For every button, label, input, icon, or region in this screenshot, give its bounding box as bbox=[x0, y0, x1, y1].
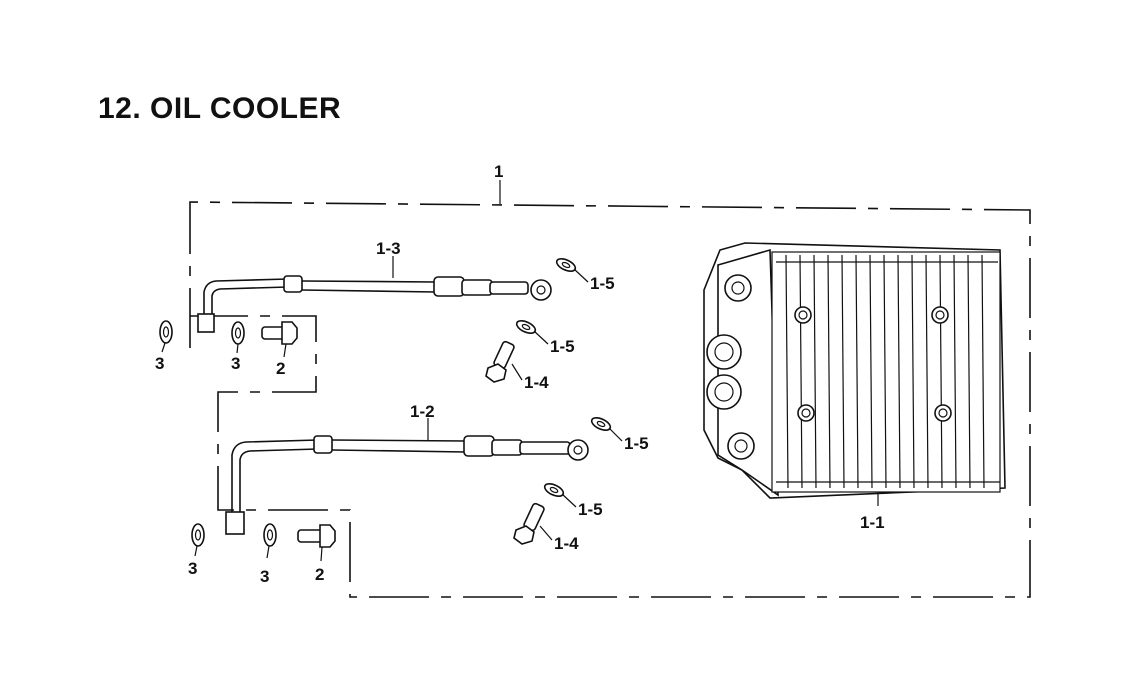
callout-1-5-lower-a: 1-5 bbox=[624, 434, 649, 453]
washer-3-upper-b bbox=[231, 321, 245, 354]
callout-1-4-lower: 1-4 bbox=[554, 534, 579, 553]
assembly-boundary bbox=[189, 201, 1031, 598]
oil-cooler-core bbox=[703, 242, 1006, 499]
callout-1-1: 1-1 bbox=[860, 513, 885, 532]
washer-3-lower-a bbox=[191, 523, 205, 557]
oil-hose-lower bbox=[225, 435, 589, 535]
bolt-2-upper bbox=[261, 321, 298, 358]
washer-3-upper-a bbox=[159, 320, 173, 353]
washer-3-lower-b bbox=[263, 523, 277, 559]
callout-3-lower-a: 3 bbox=[188, 559, 197, 578]
callout-3-lower-b: 3 bbox=[260, 567, 269, 586]
callout-3-upper-a: 3 bbox=[155, 354, 164, 373]
callout-2-upper: 2 bbox=[276, 359, 285, 378]
callout-1-5-upper-b: 1-5 bbox=[550, 337, 575, 356]
callout-1-2: 1-2 bbox=[410, 402, 435, 421]
washer-1-5-upper-b bbox=[515, 320, 549, 345]
bolt-2-lower bbox=[297, 524, 336, 562]
callout-3-upper-b: 3 bbox=[231, 354, 240, 373]
washer-1-5-upper-a bbox=[555, 258, 589, 283]
banjo-bolt-1-4-upper bbox=[485, 340, 523, 383]
washer-1-5-lower-b bbox=[543, 483, 577, 508]
callout-2-lower: 2 bbox=[315, 565, 324, 584]
callout-1-3: 1-3 bbox=[376, 239, 401, 258]
washer-1-5-lower-a bbox=[590, 417, 623, 442]
callout-1-5-upper-a: 1-5 bbox=[590, 274, 615, 293]
page-title: 12. OIL COOLER bbox=[98, 92, 342, 125]
callout-1-5-lower-b: 1-5 bbox=[578, 500, 603, 519]
banjo-bolt-1-4-lower bbox=[513, 502, 553, 545]
callout-1-4-upper: 1-4 bbox=[524, 373, 549, 392]
callout-1: 1 bbox=[494, 162, 503, 181]
oil-hose-upper bbox=[197, 275, 552, 333]
